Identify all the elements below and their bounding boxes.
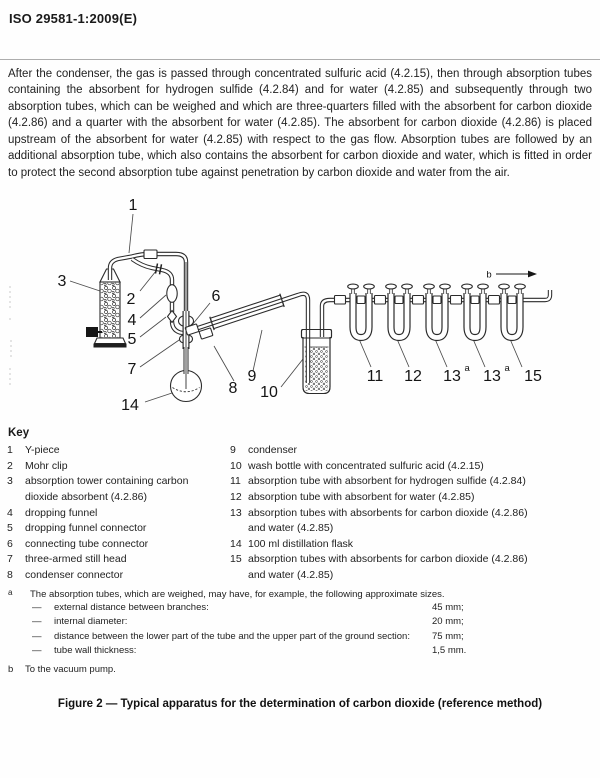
dropping-funnel <box>166 284 178 324</box>
scan-noise <box>9 286 12 387</box>
y-piece-and-top-tube <box>110 249 186 313</box>
header-rule <box>0 59 600 60</box>
diagram-label-15: 15 <box>524 368 542 385</box>
diagram-label-3: 3 <box>58 273 67 290</box>
diagram-label-5: 5 <box>128 331 137 348</box>
diagram-label-2: 2 <box>127 291 136 308</box>
u-tube-caps <box>347 283 526 290</box>
flask-liquid <box>172 387 200 393</box>
footnote-b: b To the vacuum pump. <box>0 663 600 676</box>
diagram-label-4: 4 <box>128 312 137 329</box>
diagram-label-11: 11 <box>367 368 384 385</box>
diagram-label-8: 8 <box>229 380 238 397</box>
footnote-b-marker: b <box>8 663 14 675</box>
dash: — <box>32 645 42 657</box>
dash: — <box>32 630 42 642</box>
diagram-labels: 1 2 3 4 5 6 7 8 9 10 14 11 12 13 a 13 a … <box>58 197 542 414</box>
diagram-label-10: 10 <box>260 384 278 401</box>
diagram-label-14: 14 <box>121 397 139 414</box>
diagram-label-13a: 13 <box>443 368 461 385</box>
diagram-label-13b-sup: a <box>505 363 511 374</box>
diagram-label-13b: 13 <box>483 368 501 385</box>
wash-bottle-outline <box>302 337 331 395</box>
diagram-label-6: 6 <box>212 288 221 305</box>
diagram-label-7: 7 <box>128 361 137 378</box>
diagram-label-13a-sup: a <box>465 363 471 374</box>
vacuum-pump-arrow: b <box>486 270 537 281</box>
arrowhead-icon <box>528 270 537 278</box>
figure-caption: Figure 2 — Typical apparatus for the det… <box>57 697 543 710</box>
footnote-a: a The absorption tubes, which are weighe… <box>0 588 600 659</box>
diagram-label-12: 12 <box>404 368 422 385</box>
dash: — <box>32 601 42 613</box>
wash-bottle-cap <box>300 329 333 339</box>
mohr-clip <box>154 263 163 275</box>
top-tube-joint <box>143 249 158 260</box>
label-leader-lines <box>69 214 523 403</box>
ground-joints <box>333 295 517 305</box>
body-paragraph: After the condenser, the gas is passed t… <box>8 68 592 179</box>
figure-2-diagram: b 1 2 3 4 5 6 7 8 9 10 14 11 12 13 a 13 … <box>9 197 600 414</box>
footnote-a-intro: The absorption tubes, which are weighed,… <box>30 588 445 600</box>
diagram-label-b: b <box>486 270 491 281</box>
tower-outlet-clip <box>86 327 98 338</box>
condenser-connector <box>198 327 214 340</box>
footnote-a-item: — distance between the lower part of the… <box>0 630 600 645</box>
doc-reference-text: ISO 29581-1:2009(E) <box>9 11 138 26</box>
footnote-a-item: — tube wall thickness: 1,5 mm. <box>0 644 600 659</box>
absorption-tower <box>86 268 127 348</box>
footnote-a-marker: a <box>8 587 13 597</box>
u-tube-train <box>333 283 526 337</box>
diagram-label-9: 9 <box>248 368 257 385</box>
funnel-line <box>132 259 186 334</box>
footnote-b-text: To the vacuum pump. <box>25 663 116 675</box>
footnote-a-item: — external distance between branches: 45… <box>0 601 600 616</box>
footnote-a-item: — internal diameter: 20 mm; <box>0 615 600 630</box>
condenser <box>184 294 308 383</box>
doc-reference: ISO 29581-1:2009(E) <box>0 0 600 26</box>
diagram-label-1: 1 <box>129 197 138 214</box>
dash: — <box>32 616 42 628</box>
key-title: Key <box>8 427 30 440</box>
funnel-stopcock <box>166 309 178 324</box>
